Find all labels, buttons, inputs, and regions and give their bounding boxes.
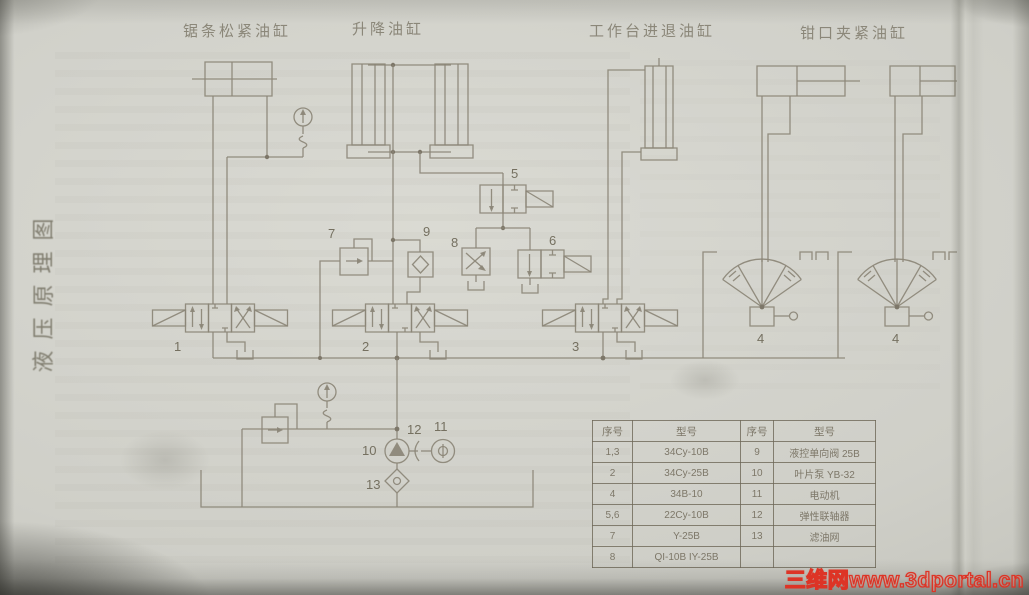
table-cell: QI-10B IY-25B [632, 546, 741, 568]
pressure-gauge-2 [318, 383, 336, 429]
lift-cylinders [347, 62, 473, 158]
rotary-valve-4a [703, 252, 828, 358]
table-cell: 34B-10 [632, 483, 741, 505]
table-cell: 电动机 [773, 483, 876, 505]
cylinder-label-lift: 升降油缸 [352, 21, 425, 38]
col-header-model-1: 型号 [632, 420, 741, 442]
table-cell: 9 [740, 441, 774, 463]
directional-valve-3 [543, 304, 678, 359]
part-label-12: 12 [407, 422, 421, 437]
table-cell: 弹性联轴器 [773, 504, 876, 526]
relief-valve-7 [320, 239, 393, 358]
parts-table-header-row: 序号 型号 序号 型号 [592, 420, 876, 442]
table-cell: 2 [592, 462, 633, 484]
drain-tank-symbol [237, 350, 253, 359]
oil-filter [385, 463, 409, 507]
drain-tank-symbol [626, 350, 642, 359]
check-valve-9 [390, 237, 433, 277]
table-cell: 叶片泵 YB-32 [773, 462, 876, 484]
lift-circuit-lines [393, 65, 503, 304]
shaft-coupling [409, 441, 431, 461]
part-label-3: 3 [572, 339, 579, 354]
rotary-valve-4b [838, 252, 957, 358]
oil-tank [201, 470, 533, 507]
watermark: 三维网www.3dportal.cn [784, 568, 1024, 592]
solenoid-valve-6 [518, 228, 591, 293]
part-label-4b: 4 [892, 331, 899, 346]
col-header-model-2: 型号 [773, 420, 876, 442]
table-cell: 34Cy-25B [632, 462, 741, 484]
hydraulic-pump [385, 358, 409, 463]
system-relief-valve [242, 404, 397, 507]
col-header-seq-2: 序号 [740, 420, 774, 442]
table-row: 2 34Cy-25B 10 叶片泵 YB-32 [592, 462, 876, 484]
cylinder-label-saw: 锯条松紧油缸 [183, 23, 292, 40]
part-label-13: 13 [366, 477, 380, 492]
part-label-11: 11 [434, 419, 448, 434]
saw-cylinder [192, 62, 277, 96]
part-label-10: 10 [362, 443, 376, 458]
table-cell: 7 [592, 525, 633, 547]
vise-cylinder-1 [757, 66, 860, 262]
pressure-manifold [213, 355, 845, 361]
part-label-8: 8 [451, 235, 458, 250]
worktable-circuit-lines [603, 70, 645, 304]
directional-valve-1 [153, 304, 288, 359]
table-cell [773, 546, 876, 568]
worktable-cylinder [641, 58, 677, 160]
pressure-gauge-1 [294, 108, 312, 157]
table-cell: 11 [740, 483, 774, 505]
col-header-seq-1: 序号 [592, 420, 633, 442]
table-cell: 8 [592, 546, 633, 568]
table-row: 7 Y-25B 13 滤油网 [592, 525, 876, 547]
part-label-1: 1 [174, 339, 181, 354]
table-cell: 滤油网 [773, 525, 876, 547]
cylinder-label-vise: 钳口夹紧油缸 [800, 25, 909, 42]
page-title-vertical: 液压原理图 [31, 207, 56, 373]
drain-tank-symbol [430, 350, 446, 359]
table-cell: 12 [740, 504, 774, 526]
table-cell: 34Cy-10B [632, 441, 741, 463]
drain-tank-symbol [522, 284, 538, 293]
parts-table: 序号 型号 序号 型号 1,3 34Cy-10B 9 液控单向阀 25B 2 3… [592, 420, 876, 568]
solenoid-valve-5 [476, 173, 553, 231]
table-cell: 22Cy-10B [632, 504, 741, 526]
saw-cylinder-lines [213, 96, 303, 304]
table-cell [740, 546, 774, 568]
part-label-9: 9 [423, 224, 430, 239]
table-cell: 13 [740, 525, 774, 547]
part-label-2: 2 [362, 339, 369, 354]
part-label-6: 6 [549, 233, 556, 248]
table-cell: 10 [740, 462, 774, 484]
vise-cylinder-2 [890, 66, 957, 262]
table-cell: 5,6 [592, 504, 633, 526]
table-row: 4 34B-10 11 电动机 [592, 483, 876, 505]
table-cell: Y-25B [632, 525, 741, 547]
table-row: 1,3 34Cy-10B 9 液控单向阀 25B [592, 441, 876, 463]
table-cell: 4 [592, 483, 633, 505]
part-label-7: 7 [328, 226, 335, 241]
drain-tank-symbol [468, 281, 484, 290]
part-label-5: 5 [511, 166, 518, 181]
drain-tank-symbol [800, 252, 828, 260]
table-row: 5,6 22Cy-10B 12 弹性联轴器 [592, 504, 876, 526]
table-cell: 液控单向阀 25B [773, 441, 876, 463]
directional-valve-2 [333, 277, 468, 359]
table-row: 8 QI-10B IY-25B [592, 546, 876, 568]
drain-tank-symbol [933, 252, 957, 260]
part-label-4a: 4 [757, 331, 764, 346]
table-cell: 1,3 [592, 441, 633, 463]
electric-motor [432, 440, 455, 463]
cylinder-label-worktable: 工作台进退油缸 [589, 23, 716, 40]
throttle-valve-8 [462, 228, 490, 290]
